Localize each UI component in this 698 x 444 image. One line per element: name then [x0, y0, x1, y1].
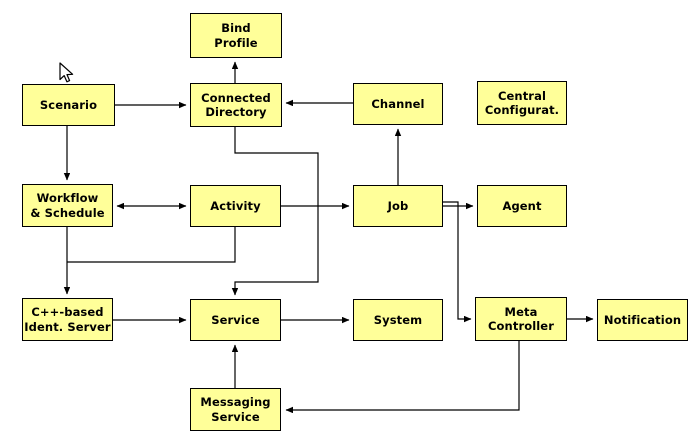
node-messaging_service[interactable]: Messaging Service — [190, 388, 281, 431]
edge-job-to-meta-controller — [443, 201, 472, 323]
node-channel[interactable]: Channel — [353, 83, 443, 125]
node-connected_dir[interactable]: Connected Directory — [190, 83, 282, 127]
node-service[interactable]: Service — [190, 299, 281, 341]
node-job[interactable]: Job — [353, 185, 443, 227]
node-agent[interactable]: Agent — [477, 185, 567, 227]
node-meta_controller[interactable]: Meta Controller — [475, 297, 567, 341]
node-ident_server[interactable]: C++-based Ident. Server — [22, 298, 113, 341]
node-notification[interactable]: Notification — [597, 299, 688, 341]
node-bind_profile[interactable]: Bind Profile — [190, 13, 282, 58]
node-central_config[interactable]: Central Configurat. — [477, 81, 567, 125]
edge-meta-controller-to-messaging — [285, 341, 520, 414]
node-system[interactable]: System — [353, 299, 443, 341]
node-scenario[interactable]: Scenario — [22, 84, 115, 126]
node-workflow_schedule[interactable]: Workflow & Schedule — [22, 184, 113, 227]
edge-activity-to-ident-server — [67, 227, 236, 263]
node-activity[interactable]: Activity — [190, 185, 281, 227]
